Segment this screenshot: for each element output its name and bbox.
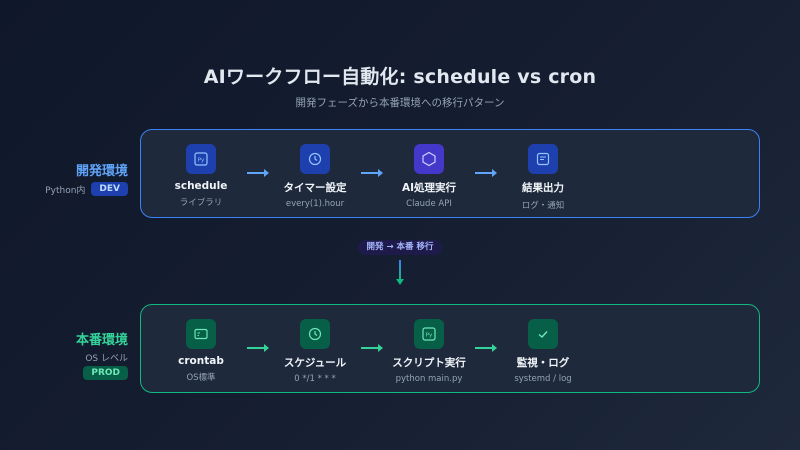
prod-env-name: 本番環境 [75, 333, 128, 348]
dev-step-schedule: Py schedule ライブラリ [146, 144, 256, 208]
prod-step-crontab: crontab OS標準 [146, 319, 256, 383]
prod-env-sub: OS レベル [85, 354, 128, 364]
flow-arrow [247, 169, 269, 177]
clock-icon [300, 319, 330, 349]
migration-arrow-line [399, 260, 401, 280]
flow-arrow [475, 169, 497, 177]
dev-step-output: 結果出力 ログ・通知 [488, 144, 598, 211]
terminal-icon [186, 319, 216, 349]
svg-text:Py: Py [198, 158, 205, 164]
diagram-subtitle: 開発フェーズから本番環境への移行パターン [295, 97, 505, 109]
hexagon-icon [414, 144, 444, 174]
dev-step-timer: タイマー設定 every(1).hour [260, 144, 370, 209]
dev-env-sub: Python内 [45, 185, 86, 196]
prod-step-monitor: 監視・ログ systemd / log [488, 319, 598, 384]
dev-env-name: 開発環境 [75, 164, 128, 179]
prod-flow-panel: crontab OS標準 スケジュール 0 */1 * * * Py スクリプト… [140, 304, 760, 393]
flow-arrow [361, 344, 383, 352]
python-file-icon: Py [414, 319, 444, 349]
flow-arrow [247, 344, 269, 352]
dev-badge: DEV [91, 182, 128, 196]
diagram-title: AIワークフロー自動化: schedule vs cron [203, 66, 597, 88]
arrow-down-icon [396, 279, 404, 285]
flow-arrow [361, 169, 383, 177]
dev-step-ai: AI処理実行 Claude API [374, 144, 484, 209]
document-icon [528, 144, 558, 174]
check-icon [528, 319, 558, 349]
python-file-icon: Py [186, 144, 216, 174]
prod-step-script: Py スクリプト実行 python main.py [374, 319, 484, 384]
dev-flow-panel: Py schedule ライブラリ タイマー設定 every(1).hour A… [140, 129, 760, 218]
migration-label: 開発 → 本番 移行 [358, 240, 442, 255]
prod-step-schedule: スケジュール 0 */1 * * * [260, 319, 370, 384]
clock-icon [300, 144, 330, 174]
svg-text:Py: Py [426, 333, 433, 339]
prod-env-label: 本番環境 OS レベル PROD [76, 329, 128, 380]
prod-badge: PROD [83, 366, 128, 380]
flow-arrow [475, 344, 497, 352]
dev-env-label: 開発環境 Python内 DEV [45, 160, 128, 196]
